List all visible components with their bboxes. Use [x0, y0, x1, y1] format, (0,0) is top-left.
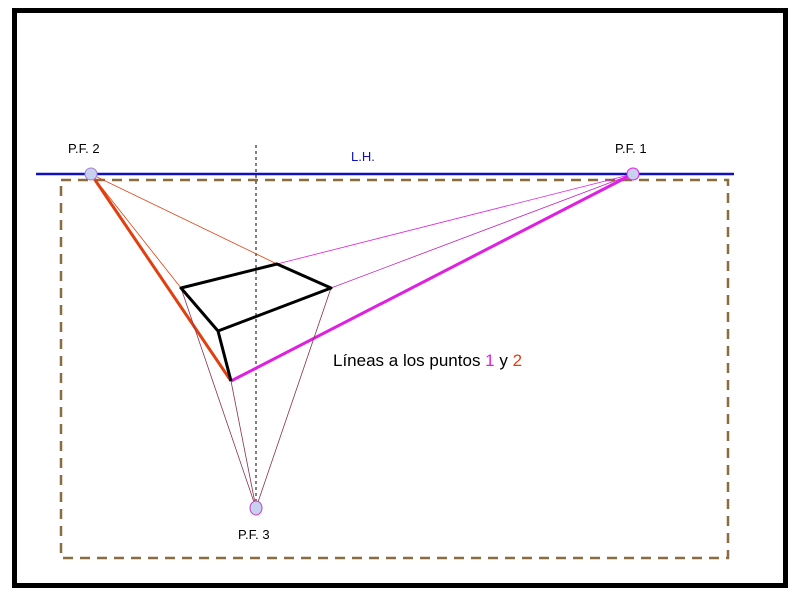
- vanishing-point-1[interactable]: [626, 167, 640, 181]
- line-pf2-to-bottom: [89, 173, 233, 382]
- line-pf3-to-left: [180, 287, 257, 509]
- caption-and: y: [494, 351, 513, 370]
- dashed-frame: [59, 178, 730, 560]
- vanishing-point-2[interactable]: [84, 167, 98, 181]
- caption: Líneas a los puntos 1 y 2: [333, 351, 522, 371]
- caption-two: 2: [512, 351, 523, 370]
- box-outline: [179, 262, 333, 382]
- line-pf1-to-back: [276, 173, 634, 265]
- line-pf2-to-top-left: [90, 173, 182, 289]
- line-pf3-to-bottom: [230, 380, 257, 509]
- pf3-label: P.F. 3: [238, 527, 270, 542]
- caption-one: 1: [485, 351, 495, 370]
- line-pf2-to-back: [90, 173, 278, 265]
- pf2-label: P.F. 2: [68, 141, 100, 156]
- vanishing-point-3[interactable]: [249, 500, 263, 516]
- caption-prefix: Líneas a los puntos: [333, 351, 486, 370]
- pf1-label: P.F. 1: [615, 141, 647, 156]
- line-pf1-to-right: [330, 173, 634, 289]
- horizon-label: L.H.: [351, 149, 375, 164]
- line-pf3-to-right: [255, 287, 332, 509]
- line-pf1-to-bottom: [230, 172, 634, 383]
- diagram-frame: [12, 8, 788, 588]
